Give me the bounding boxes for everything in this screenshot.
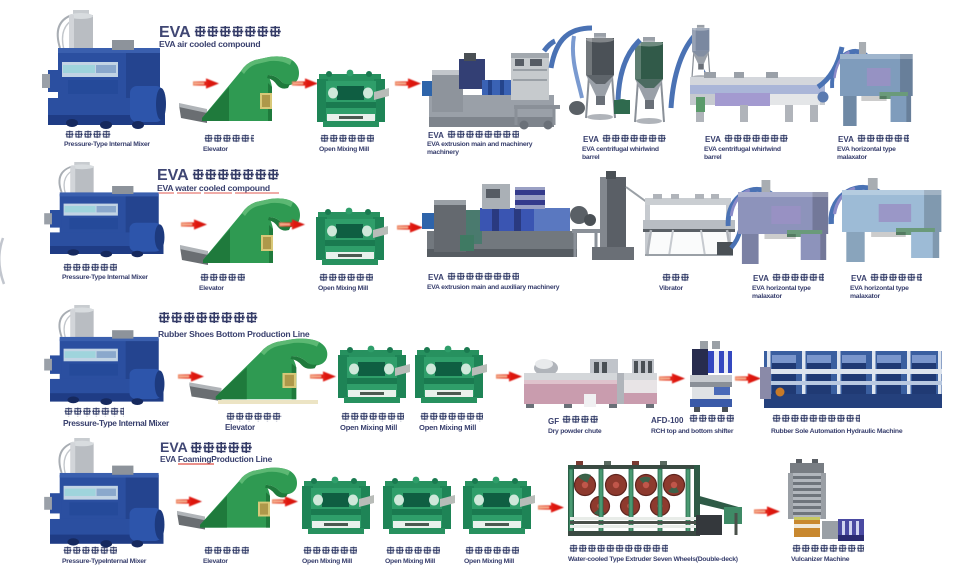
svg-text:GF: GF [548,417,559,426]
svg-text:Vibrator: Vibrator [659,285,684,292]
svg-text:Rubber Shoes Bottom Production: Rubber Shoes Bottom Production Line [158,329,310,339]
svg-text:Open Mixing Mill: Open Mixing Mill [464,558,514,565]
svg-text:EVA extrusion main and machine: EVA extrusion main and machinery [427,141,533,148]
svg-text:Open Mixing Mill: Open Mixing Mill [319,146,369,153]
svg-text:malaxator: malaxator [850,293,880,300]
svg-text:malaxator: malaxator [752,293,782,300]
svg-text:EVA: EVA [753,274,769,283]
svg-text:EVA: EVA [159,24,191,41]
svg-text:EVA air cooled compound: EVA air cooled compound [159,39,260,49]
svg-text:Open Mixing Mill: Open Mixing Mill [340,423,397,432]
svg-text:Elevator: Elevator [199,285,224,292]
svg-text:Pressure-Type Internal Mixer: Pressure-Type Internal Mixer [62,274,148,281]
svg-text:EVA extrusion main and auxilia: EVA extrusion main and auxiliary machine… [427,284,560,291]
svg-text:Rubber Sole Automation Hydraul: Rubber Sole Automation Hydraulic Machine [771,428,903,435]
svg-text:EVA centrifugal whirlwind: EVA centrifugal whirlwind [704,146,781,153]
svg-text:EVA: EVA [160,439,188,455]
svg-text:barrel: barrel [582,154,600,161]
svg-text:RCH top and bottom shifter: RCH top and bottom shifter [651,428,734,435]
svg-text:EVA: EVA [157,167,189,184]
svg-text:Vulcanizer Machine: Vulcanizer Machine [791,556,850,563]
svg-text:EVA: EVA [851,274,867,283]
svg-text:EVA horizontal type: EVA horizontal type [850,285,909,292]
svg-text:EVA horizontal type: EVA horizontal type [837,146,896,153]
svg-text:Elevator: Elevator [225,423,255,432]
svg-text:machinery: machinery [427,149,459,156]
svg-text:barrel: barrel [704,154,722,161]
svg-text:EVA horizontal type: EVA horizontal type [752,285,811,292]
svg-text:Elevator: Elevator [203,146,228,153]
svg-text:Elevator: Elevator [203,558,228,565]
svg-text:Open Mixing Mill: Open Mixing Mill [385,558,435,565]
svg-text:Water-cooled Type Extruder Sev: Water-cooled Type Extruder Seven Wheels(… [568,556,738,563]
svg-text:EVA: EVA [428,131,444,140]
svg-text:EVA: EVA [583,135,599,144]
svg-text:AFD-100: AFD-100 [651,416,684,425]
svg-text:malaxator: malaxator [837,154,867,161]
svg-text:Pressure-TypeInternal Mixer: Pressure-TypeInternal Mixer [62,558,147,565]
svg-text:EVA: EVA [428,273,444,282]
svg-text:EVA water cooled compound: EVA water cooled compound [157,183,270,193]
svg-text:Pressure-Type Internal Mixer: Pressure-Type Internal Mixer [64,141,150,148]
svg-text:EVA: EVA [705,135,721,144]
svg-text:EVA centrifugal whirlwind: EVA centrifugal whirlwind [582,146,659,153]
svg-text:Pressure-Type Internal Mixer: Pressure-Type Internal Mixer [63,418,170,428]
svg-text:EVA: EVA [838,135,854,144]
svg-text:Open Mixing Mill: Open Mixing Mill [318,285,368,292]
svg-text:Open Mixing Mill: Open Mixing Mill [302,558,352,565]
svg-text:Open Mixing Mill: Open Mixing Mill [419,423,476,432]
svg-text:Dry powder chute: Dry powder chute [548,428,602,435]
svg-text:EVA FoamingProduction Line: EVA FoamingProduction Line [160,454,273,464]
